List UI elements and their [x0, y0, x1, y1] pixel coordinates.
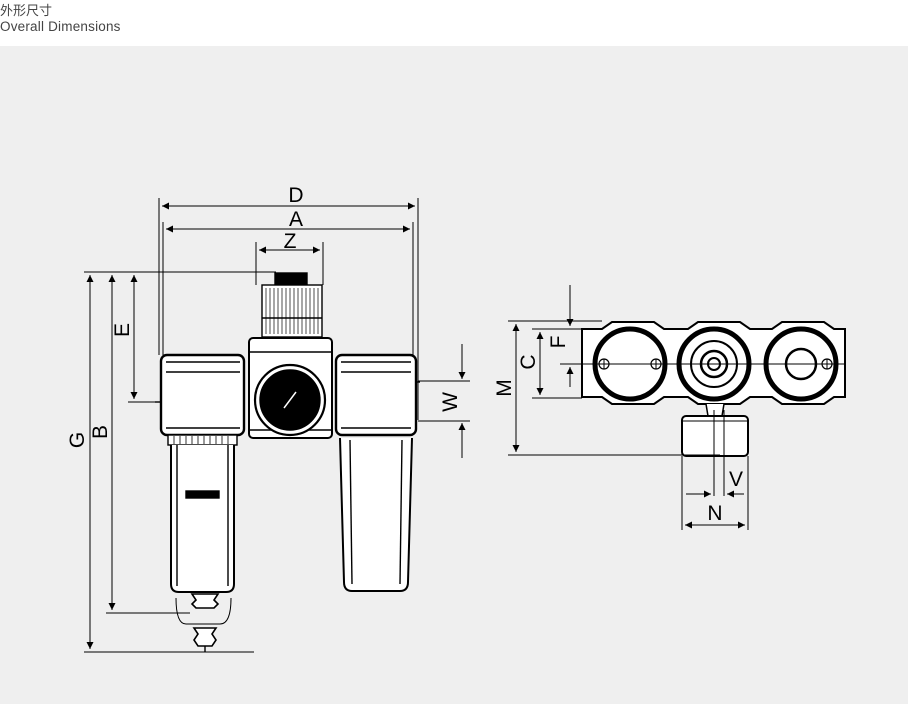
front-view	[155, 272, 420, 652]
label-e: E	[111, 323, 134, 337]
label-c: C	[517, 354, 540, 369]
top-dimensions	[508, 285, 845, 530]
filter-unit-left	[159, 353, 246, 652]
label-z: Z	[284, 230, 297, 253]
label-f: F	[547, 336, 570, 349]
heading-english: Overall Dimensions	[0, 19, 121, 34]
front-dimensions	[84, 198, 470, 653]
label-w: W	[439, 392, 462, 412]
drawing-panel: D A Z E B G W	[0, 46, 908, 704]
technical-drawing: D A Z E B G W	[66, 184, 846, 653]
label-d: D	[288, 184, 303, 207]
heading-chinese: 外形尺寸	[0, 3, 53, 18]
section-heading: 外形尺寸 Overall Dimensions	[0, 3, 121, 35]
label-a: A	[289, 208, 303, 231]
label-m: M	[493, 379, 516, 397]
label-v: V	[729, 468, 743, 491]
label-g: G	[66, 432, 89, 448]
label-n: N	[707, 502, 722, 525]
top-gauge	[681, 403, 749, 457]
regulator-body	[248, 337, 333, 439]
label-b: B	[89, 425, 112, 439]
lubricator-unit-right	[334, 353, 418, 592]
front-labels: D A Z E B G W	[66, 184, 462, 448]
top-labels: M C F V N	[493, 336, 743, 525]
regulator-knob	[261, 272, 323, 338]
